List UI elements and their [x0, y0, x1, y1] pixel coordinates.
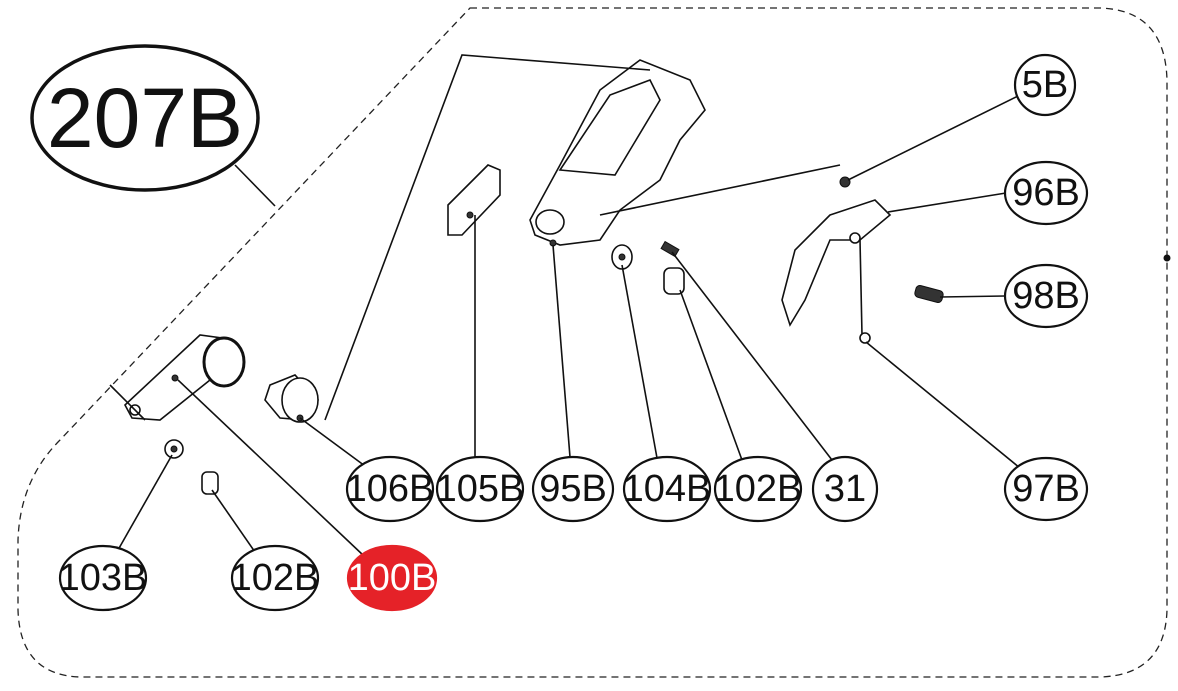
callout-105B[interactable]: 105B: [436, 455, 525, 523]
part-105B-plate: [447, 164, 501, 236]
svg-text:104B: 104B: [623, 468, 712, 510]
assembly-boundary: [17, 7, 1168, 678]
part-100B-bracket: [124, 334, 246, 421]
callout-97B[interactable]: 97B: [1003, 456, 1089, 522]
svg-text:98B: 98B: [1012, 275, 1080, 317]
svg-text:97B: 97B: [1012, 468, 1080, 510]
svg-text:102B: 102B: [714, 468, 803, 510]
svg-text:207B: 207B: [47, 71, 243, 165]
callout-106B[interactable]: 106B: [346, 455, 435, 523]
callout-102B-lower[interactable]: 102B: [231, 544, 320, 612]
svg-text:102B: 102B: [231, 557, 320, 599]
callout-102B[interactable]: 102B: [714, 455, 803, 523]
svg-text:95B: 95B: [539, 468, 607, 510]
callout-5B[interactable]: 5B: [1013, 53, 1077, 117]
callout-95B[interactable]: 95B: [531, 455, 615, 523]
leader-lines: [109, 54, 1021, 557]
part-106B-spacer: [264, 374, 320, 423]
callout-104B[interactable]: 104B: [623, 455, 712, 523]
part-95B-handle: [529, 59, 706, 247]
svg-text:100B: 100B: [348, 557, 437, 599]
svg-text:105B: 105B: [436, 468, 525, 510]
part-103B-washer: [164, 439, 184, 459]
callout-103B[interactable]: 103B: [59, 544, 148, 612]
svg-text:103B: 103B: [59, 557, 148, 599]
part-98B-spring: [914, 284, 944, 304]
boundary-dot: [1163, 254, 1171, 262]
assembly-label: 207B: [30, 44, 276, 207]
svg-text:106B: 106B: [346, 468, 435, 510]
part-102B-bolt: [663, 267, 685, 295]
svg-text:96B: 96B: [1012, 172, 1080, 214]
part-97B-rod: [859, 239, 871, 344]
callout-100B-highlighted[interactable]: 100B: [346, 544, 438, 612]
svg-text:31: 31: [824, 468, 866, 510]
part-31-pin: [660, 240, 680, 258]
callout-31[interactable]: 31: [811, 455, 879, 523]
callout-96B[interactable]: 96B: [1003, 160, 1089, 226]
svg-text:5B: 5B: [1022, 64, 1068, 106]
part-102B-bolt-lower: [201, 471, 219, 495]
part-96B-linkage: [781, 176, 892, 327]
callout-98B[interactable]: 98B: [1003, 263, 1089, 329]
